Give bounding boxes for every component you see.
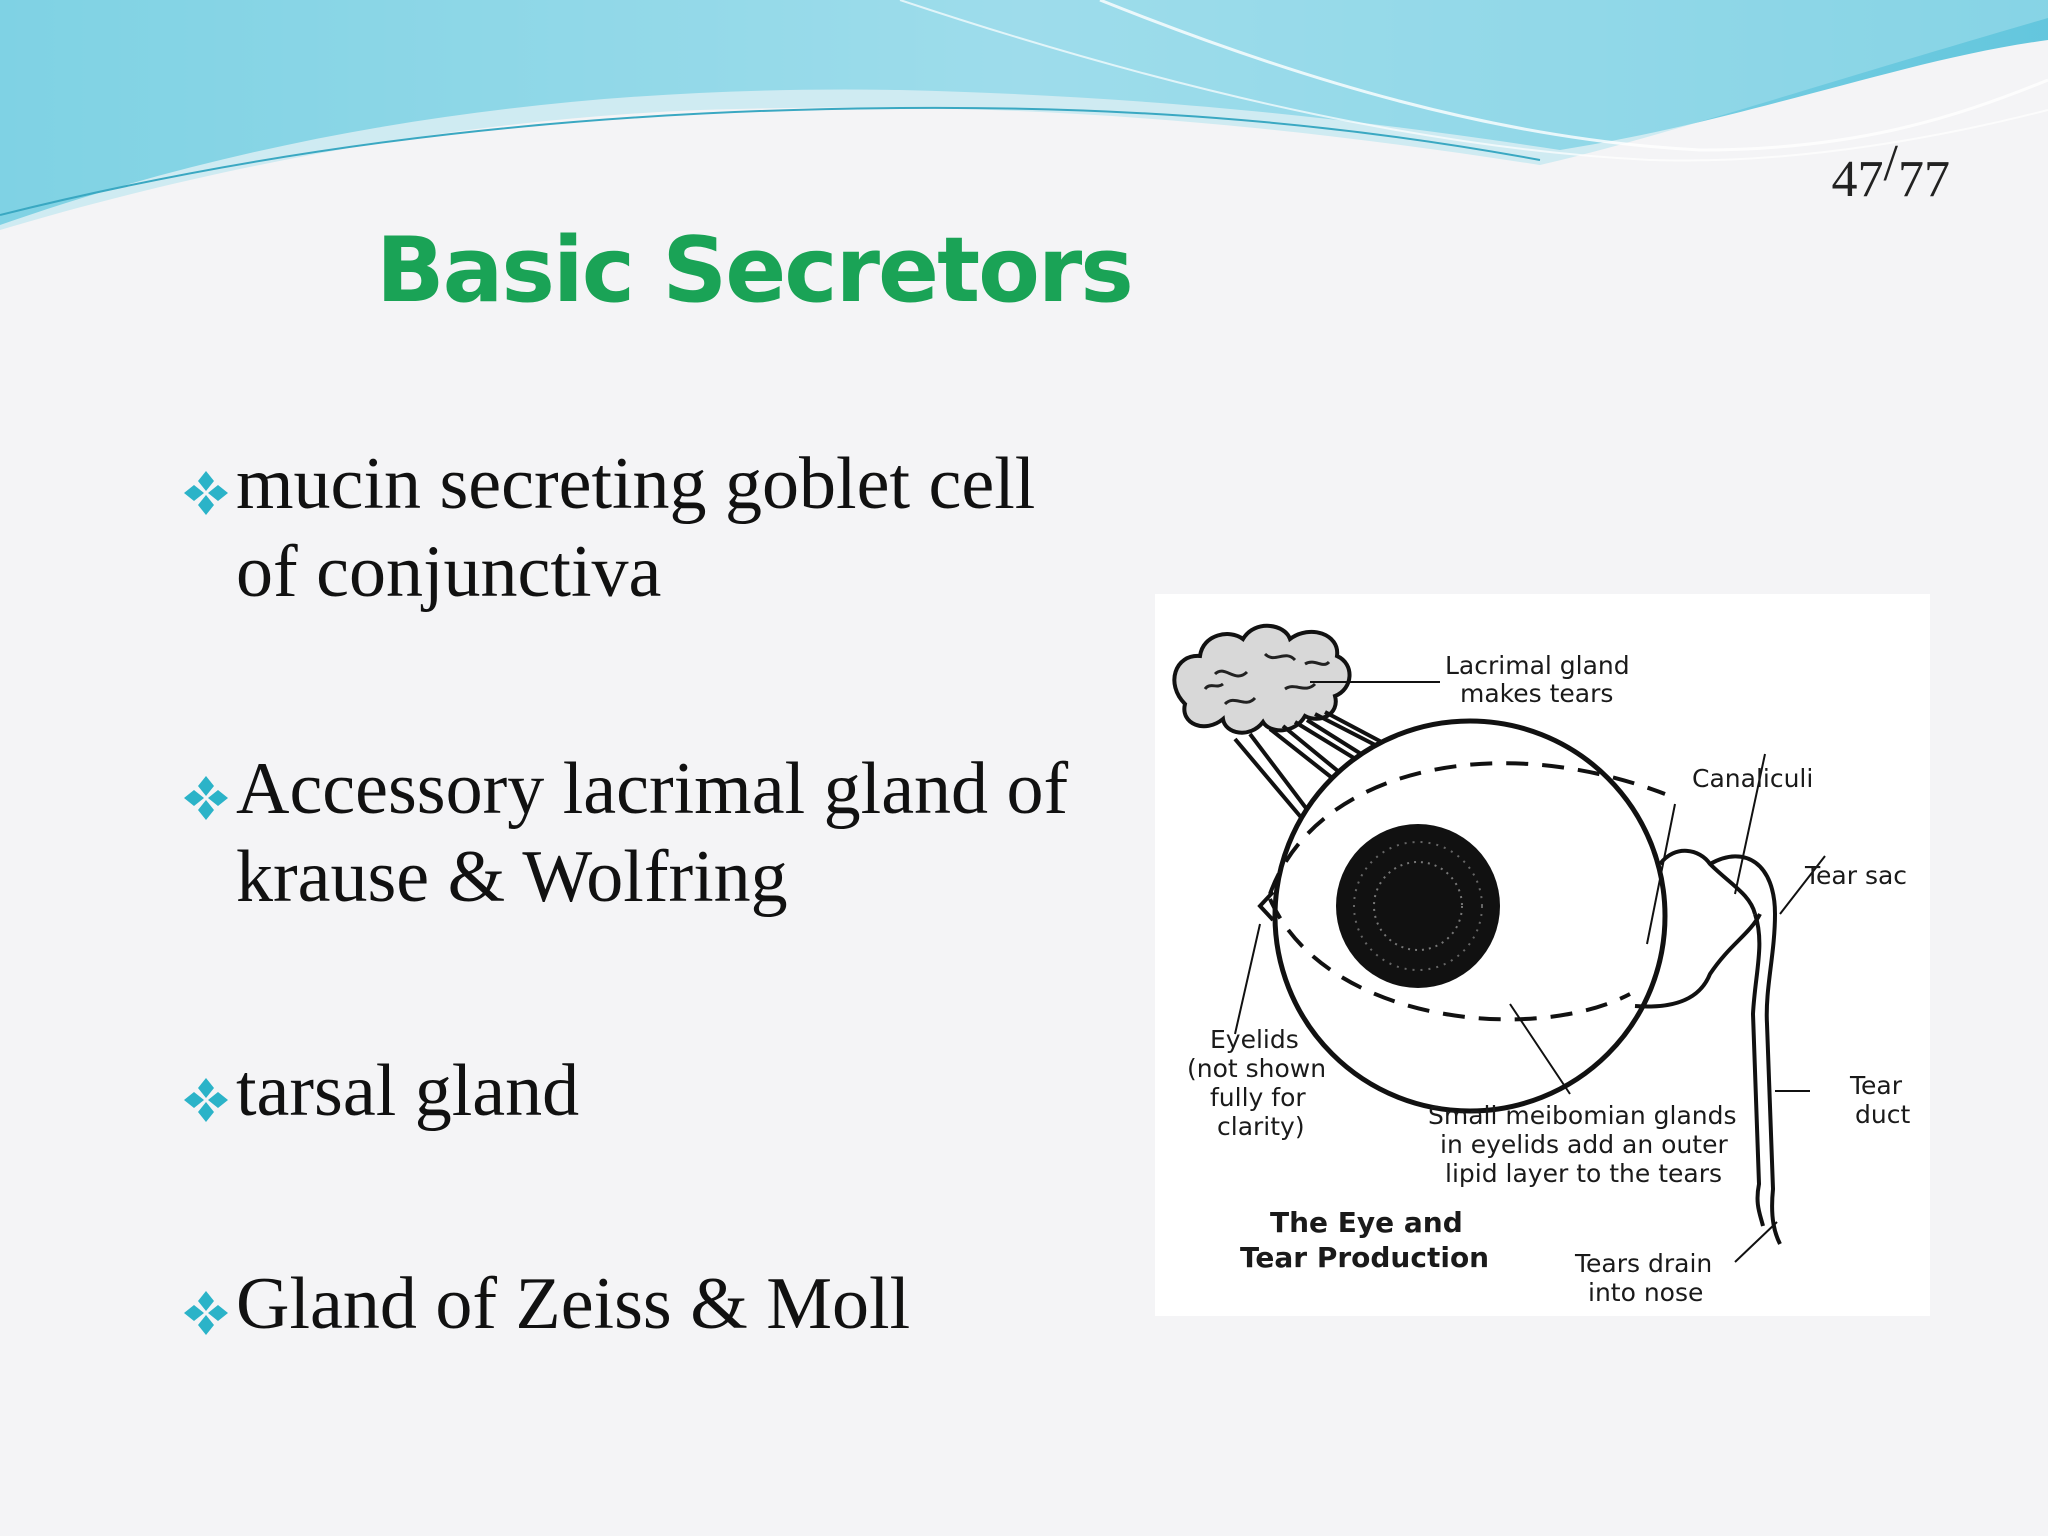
label-meibomian-2: in eyelids add an outer (1440, 1130, 1728, 1159)
diagram-caption: The Eye and (1270, 1206, 1463, 1239)
label-not-shown: (not shown (1187, 1054, 1326, 1083)
label-into-nose: into nose (1588, 1278, 1703, 1307)
diamond-bullet-icon (184, 1291, 228, 1335)
pupil-shape (1336, 824, 1500, 988)
page-total: 77 (1898, 151, 1950, 208)
header-wave-decoration (0, 0, 2048, 230)
label-canaliculi: Canaliculi (1692, 764, 1813, 793)
eye-tear-diagram: Lacrimal gland makes tears Canaliculi Te… (1155, 594, 1930, 1316)
bullet-text-continued: krause & Wolfring (236, 836, 788, 918)
label-lacrimal-gland: Lacrimal gland (1445, 651, 1630, 680)
bullet-text: mucin secreting goblet cell (236, 443, 1036, 525)
diamond-bullet-icon (184, 471, 228, 515)
label-makes-tears: makes tears (1460, 679, 1613, 708)
page-current: 47 (1831, 151, 1884, 208)
label-eyelids: Eyelids (1210, 1025, 1299, 1054)
bullet-item: tarsal gland (176, 1047, 1136, 1135)
diamond-bullet-icon (184, 776, 228, 820)
lacrimal-gland-shape (1172, 623, 1352, 735)
label-duct: duct (1855, 1100, 1910, 1129)
label-meibomian-3: lipid layer to the tears (1445, 1159, 1722, 1188)
bullet-text: Accessory lacrimal gland of (236, 748, 1069, 830)
eye-diagram-drawing: Lacrimal gland makes tears Canaliculi Te… (1172, 623, 1910, 1307)
tear-drainage-path (1634, 848, 1782, 1245)
page-number: 47/77 (1831, 135, 1950, 209)
label-meibomian: Small meibomian glands (1428, 1101, 1737, 1130)
bullet-text-continued: of conjunctiva (236, 531, 662, 613)
diagram-caption-2: Tear Production (1240, 1241, 1489, 1274)
bullet-item: Gland of Zeiss & Moll (176, 1260, 1136, 1348)
bullet-text: tarsal gland (236, 1050, 580, 1132)
slide-title: Basic Secretors (376, 218, 1134, 323)
diamond-bullet-icon (184, 1078, 228, 1122)
label-tear-sac: Tear sac (1804, 861, 1907, 890)
label-tears-drain: Tears drain (1574, 1249, 1712, 1278)
label-clarity: clarity) (1217, 1112, 1305, 1141)
label-fully-for: fully for (1210, 1083, 1306, 1112)
page-separator: / (1883, 135, 1898, 192)
bullet-text: Gland of Zeiss & Moll (236, 1263, 911, 1345)
label-tear: Tear (1849, 1071, 1903, 1100)
